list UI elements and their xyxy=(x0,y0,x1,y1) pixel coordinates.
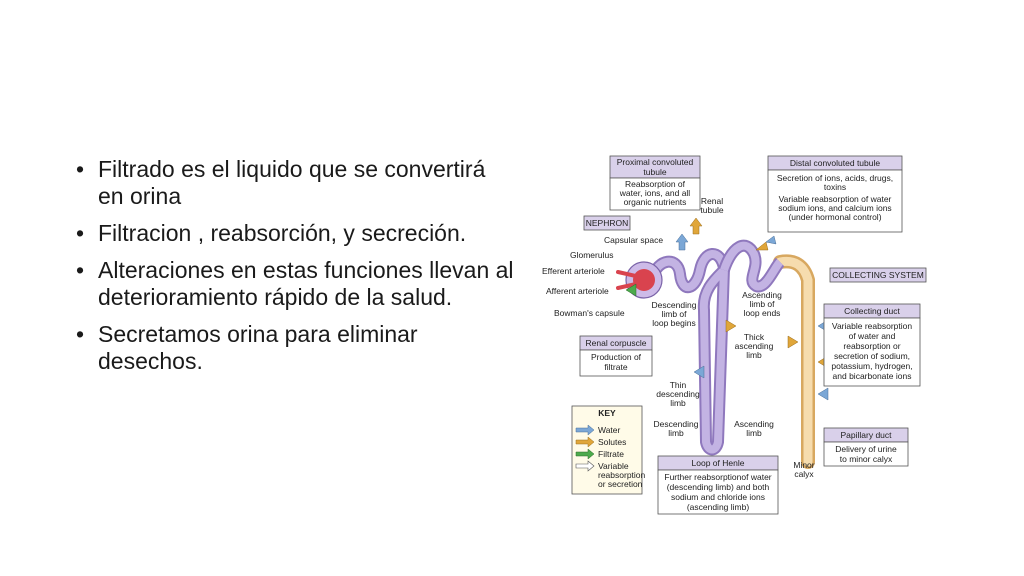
label-efferent-arteriole: Efferent arteriole xyxy=(542,266,605,276)
dct-body-line: (under hormonal control) xyxy=(788,212,881,222)
bullet-item: • Secretamos orina para eliminar desechos… xyxy=(74,321,514,375)
pct-body-line: water, ions, and all xyxy=(619,188,691,198)
bullet-text: Filtrado es el liquido que se convertirá… xyxy=(98,156,486,209)
nephron-tag: NEPHRON xyxy=(586,218,629,228)
loop-of-henle-body-line: (descending limb) and both xyxy=(667,482,770,492)
solute-arrow xyxy=(575,436,595,448)
collecting-duct-body-line: and bicarbonate ions xyxy=(833,371,912,381)
key-title: KEY xyxy=(598,408,616,418)
label-ascending-limb: limb xyxy=(746,428,762,438)
key-box: KEY Water Solutes Filtrate Variable reab… xyxy=(571,405,646,495)
label-descending-limb-begins: limb of xyxy=(661,309,687,319)
nephron-diagram: Proximal convoluted tubule Reabsorption … xyxy=(542,155,927,515)
dct-body-line: Variable reabsorption of water xyxy=(779,194,892,204)
label-capsular-space: Capsular space xyxy=(604,235,663,245)
pct-body-line: organic nutrients xyxy=(624,197,687,207)
bullet-text: Filtracion , reabsorción, y secreción. xyxy=(98,220,467,246)
filtrate-arrow xyxy=(625,283,637,297)
renal-corpuscle-box: Renal corpuscle Production of filtrate xyxy=(579,335,653,377)
bullet-list: • Filtrado es el liquido que se convertir… xyxy=(74,156,514,385)
key-item: Water xyxy=(598,425,621,435)
collecting-duct-body-line: reabsorption or xyxy=(843,341,900,351)
label-minor-calyx: Minor xyxy=(793,460,814,470)
loop-of-henle-box: Loop of Henle Further reabsorptionof wat… xyxy=(657,455,779,515)
dct-body-line: sodium ions, and calcium ions xyxy=(778,203,891,213)
bullet-dot: • xyxy=(76,321,85,347)
bullet-dot: • xyxy=(76,156,85,182)
label-thin-descending-limb: limb xyxy=(670,398,686,408)
pct-body-line: Reabsorption of xyxy=(625,179,686,189)
label-renal-tubule: tubule xyxy=(700,205,723,215)
label-descending-limb: limb xyxy=(668,428,684,438)
collecting-duct-body-line: potassium, hydrogen, xyxy=(831,361,912,371)
collecting-duct-body-line: secretion of sodium, xyxy=(834,351,910,361)
collecting-duct-box: Collecting duct Variable reabsorption of… xyxy=(823,303,921,387)
water-arrow xyxy=(693,365,705,379)
solute-arrow xyxy=(725,319,737,333)
pct-title-line: Proximal convoluted xyxy=(617,157,694,167)
label-thin-descending-limb: Thin xyxy=(670,380,687,390)
label-thin-descending-limb: descending xyxy=(656,389,700,399)
label-renal-tubule: Renal xyxy=(701,196,723,206)
glomerulus xyxy=(633,269,655,291)
label-thick-ascending-limb: ascending xyxy=(735,341,774,351)
loop-of-henle-body-line: (ascending limb) xyxy=(687,502,750,512)
loop-of-henle-title: Loop of Henle xyxy=(692,458,745,468)
collecting-system-tag: COLLECTING SYSTEM xyxy=(832,270,924,280)
key-item: reabsorption xyxy=(598,470,646,480)
label-descending-limb: Descending xyxy=(654,419,699,429)
key-item: Filtrate xyxy=(598,449,624,459)
label-ascending-limb-ends: Ascending xyxy=(742,290,782,300)
dct-title: Distal convoluted tubule xyxy=(790,158,881,168)
label-afferent-arteriole: Afferent arteriole xyxy=(546,286,609,296)
key-item: or secretion xyxy=(598,479,643,489)
filtrate-arrow xyxy=(575,448,595,460)
papillary-duct-body-line: to minor calyx xyxy=(840,454,893,464)
loop-of-henle-body-line: Further reabsorptionof water xyxy=(664,472,771,482)
renal-corpuscle-title: Renal corpuscle xyxy=(586,338,647,348)
label-ascending-limb: Ascending xyxy=(734,419,774,429)
bullet-item: • Filtrado es el liquido que se convertir… xyxy=(74,156,514,210)
bullet-dot: • xyxy=(76,257,85,283)
label-thick-ascending-limb: Thick xyxy=(744,332,765,342)
bullet-item: • Filtracion , reabsorción, y secreción. xyxy=(74,220,514,247)
dct-box: Distal convoluted tubule Secretion of io… xyxy=(767,155,903,233)
papillary-duct-box: Papillary duct Delivery of urine to mino… xyxy=(823,427,909,467)
water-arrow xyxy=(575,424,595,436)
label-thick-ascending-limb: limb xyxy=(746,350,762,360)
label-ascending-limb-ends: limb of xyxy=(749,299,775,309)
bullet-text: Secretamos orina para eliminar desechos. xyxy=(98,321,418,374)
bullet-dot: • xyxy=(76,220,85,246)
water-arrow xyxy=(675,233,689,251)
label-bowmans-capsule: Bowman's capsule xyxy=(554,308,625,318)
collecting-duct-body-line: of water and xyxy=(849,331,896,341)
dct-body-line: toxins xyxy=(824,182,846,192)
papillary-duct-title: Papillary duct xyxy=(840,430,892,440)
renal-corpuscle-body-line: Production of xyxy=(591,352,642,362)
label-minor-calyx: calyx xyxy=(794,469,814,479)
loop-of-henle-body-line: sodium and chloride ions xyxy=(671,492,765,502)
pct-title-line: tubule xyxy=(643,167,666,177)
pct-box: Proximal convoluted tubule Reabsorption … xyxy=(609,155,701,211)
solute-arrow xyxy=(755,241,769,251)
label-descending-limb-begins: Descending xyxy=(652,300,697,310)
variable-arrow xyxy=(575,460,595,472)
collecting-duct-body-line: Variable reabsorption xyxy=(832,321,912,331)
water-arrow xyxy=(765,235,777,245)
label-ascending-limb-ends: loop ends xyxy=(744,308,781,318)
dct-body-line: Secretion of ions, acids, drugs, xyxy=(777,173,893,183)
water-arrow xyxy=(817,387,829,401)
label-descending-limb-begins: loop begins xyxy=(652,318,695,328)
bullet-text: Alteraciones en estas funciones llevan a… xyxy=(98,257,514,310)
solute-arrow xyxy=(689,217,703,235)
label-glomerulus: Glomerulus xyxy=(570,250,613,260)
key-item: Variable xyxy=(598,461,629,471)
key-item: Solutes xyxy=(598,437,626,447)
renal-corpuscle-body-line: filtrate xyxy=(604,362,627,372)
papillary-duct-body-line: Delivery of urine xyxy=(835,444,897,454)
bullet-item: • Alteraciones en estas funciones llevan … xyxy=(74,257,514,311)
solute-arrow xyxy=(787,335,799,349)
collecting-duct-title: Collecting duct xyxy=(844,306,900,316)
